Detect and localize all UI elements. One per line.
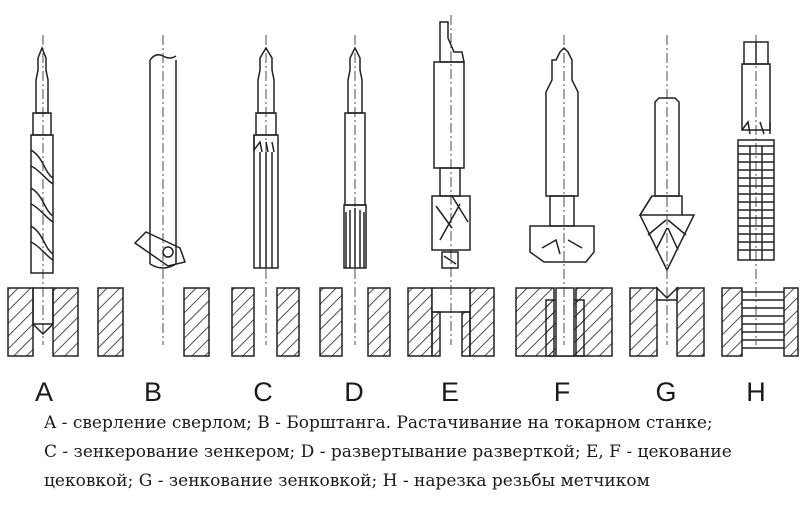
workpiece-a xyxy=(7,287,79,357)
label-e: E xyxy=(440,377,459,407)
workpiece-g xyxy=(629,286,705,357)
caption-line-2: C - зенкерование зенкером; D - развертыв… xyxy=(44,442,732,462)
label-d: D xyxy=(344,377,364,407)
caption-line-3: цековкой; G - зенкование зенковкой; H - … xyxy=(44,471,650,491)
label-h: H xyxy=(746,377,766,407)
label-f: F xyxy=(553,377,571,407)
machining-operations-figure xyxy=(7,15,799,357)
core-drill-c xyxy=(253,35,279,345)
workpiece-d xyxy=(319,287,391,357)
label-c: C xyxy=(253,377,273,407)
drill-a xyxy=(30,35,54,345)
workpiece-c xyxy=(231,287,300,357)
reamer-d xyxy=(343,35,367,345)
workpiece-h xyxy=(721,287,799,357)
caption-line-1: A - сверление сверлом; B - Борштанга. Ра… xyxy=(44,413,713,433)
boring-bar-b xyxy=(133,35,186,345)
counterbore-e xyxy=(431,15,471,345)
figure-caption: A - сверление сверлом; B - Борштанга. Ра… xyxy=(44,409,784,496)
tap-h xyxy=(737,35,775,345)
label-b: B xyxy=(143,377,162,407)
label-g: G xyxy=(655,377,677,407)
workpiece-f xyxy=(515,287,613,357)
countersink-g xyxy=(638,35,696,345)
workpiece-b xyxy=(97,287,210,357)
label-a: A xyxy=(34,377,53,407)
spot-facer-f xyxy=(529,35,595,345)
